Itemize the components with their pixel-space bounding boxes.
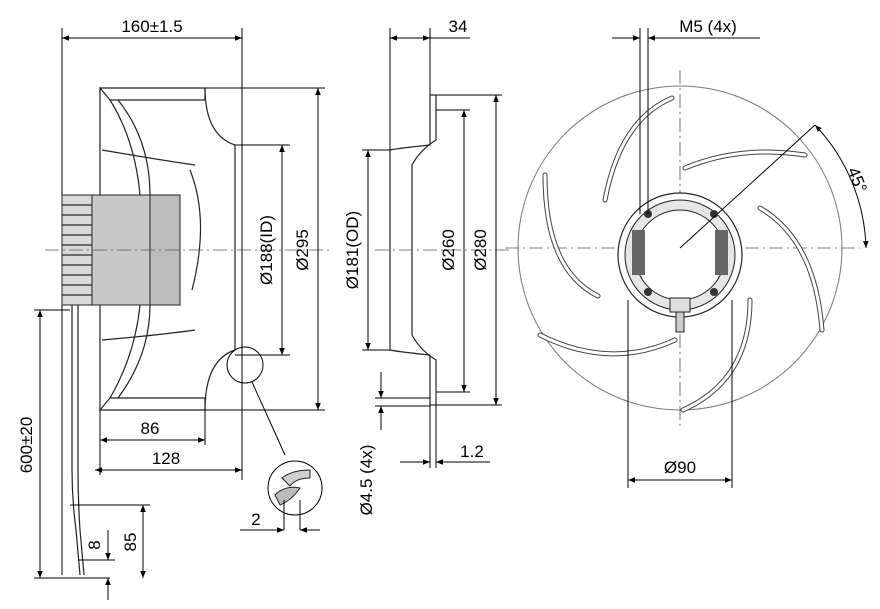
- dim-detail-gap: 2: [251, 510, 260, 529]
- bottom-band: [98, 397, 206, 411]
- dim-angle: 45°: [843, 164, 870, 195]
- dim-thread: M5 (4x): [679, 17, 737, 36]
- impeller-blades: [537, 95, 825, 413]
- detail-view-circle: [267, 460, 323, 516]
- top-band: [98, 87, 206, 101]
- detail-leader: [251, 381, 286, 456]
- side-view: 160±1.5: [17, 17, 330, 600]
- dim-wire-strip: 8: [85, 540, 104, 549]
- inlet-curve: [204, 87, 236, 411]
- angle-ray: [679, 124, 816, 249]
- cable-gland: [669, 297, 691, 313]
- dim-d280: Ø280: [471, 229, 490, 271]
- dim-inner-diameter: Ø188(ID): [257, 215, 276, 285]
- hub-slot-left: [632, 230, 645, 275]
- inlet-ring-view: 34 Ø181(OD) Ø260 Ø280 Ø4.5 (4x) 1.2: [343, 17, 510, 515]
- detail-marker-circle: [226, 346, 264, 384]
- hub-slot-right: [715, 230, 728, 275]
- blade-line-1: [101, 149, 196, 166]
- hub-inner: [634, 209, 726, 301]
- angle-arc: [814, 124, 869, 249]
- detail-profile: [281, 469, 311, 487]
- cable-outlet: [675, 311, 685, 333]
- blade-top-a: [109, 99, 141, 196]
- detail-seal: [274, 486, 301, 506]
- blade-line-2: [101, 329, 196, 341]
- dim-hub-diameter: Ø90: [664, 458, 696, 477]
- ring-profile-outer: [389, 95, 431, 405]
- dim-ring-width: 34: [449, 17, 468, 36]
- blade-bottom-a: [109, 304, 141, 399]
- dim-cable-length: 600±20: [17, 417, 36, 474]
- cable-2: [77, 305, 85, 576]
- front-view: M5 (4x) 45° Ø90: [505, 17, 871, 488]
- screw-hole-4: [710, 288, 718, 296]
- rotor-ribs: [62, 204, 92, 296]
- screw-hole-3: [644, 288, 652, 296]
- blade-mid: [189, 169, 202, 291]
- dim-ring-outer: Ø181(OD): [343, 211, 362, 289]
- dim-body-depth: 128: [152, 449, 180, 468]
- screw-hole-2: [710, 210, 718, 218]
- dim-flange-thickness: 1.2: [460, 442, 484, 461]
- dim-hole: Ø4.5 (4x): [357, 445, 376, 516]
- cable: [71, 305, 81, 576]
- dim-outer-diameter-fan: Ø295: [293, 229, 312, 271]
- dim-width-total: 160±1.5: [121, 17, 182, 36]
- blade-top-b: [117, 99, 151, 196]
- dim-d260: Ø260: [439, 229, 458, 271]
- dim-wire-end: 85: [121, 533, 140, 552]
- dim-inlet-depth: 86: [141, 419, 160, 438]
- blade-bottom-b: [117, 304, 151, 399]
